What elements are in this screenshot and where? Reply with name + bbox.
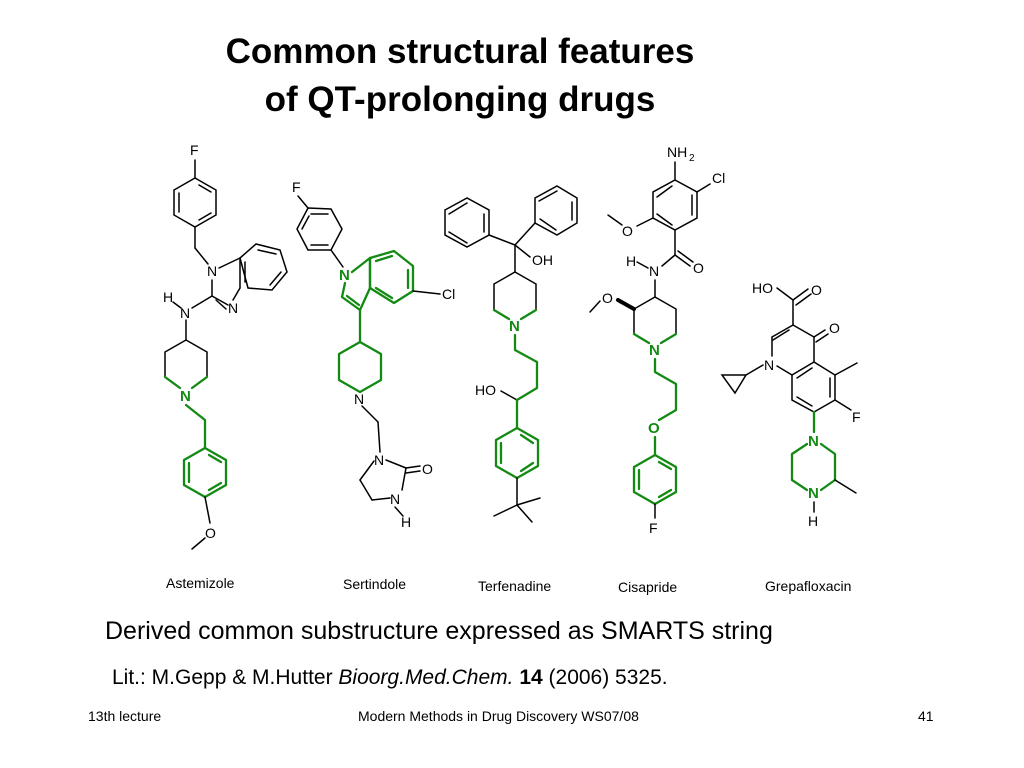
astemizole-structure: F N N N H N [163, 142, 288, 550]
reference-volume: 14 [519, 666, 543, 689]
atom-label: N [374, 452, 384, 468]
atom-label: HO [752, 280, 773, 296]
atom-label: N [207, 263, 217, 279]
atom-label: O [205, 525, 216, 541]
atom-label: N [808, 433, 819, 450]
molecule-name-cisapride: Cisapride [618, 579, 678, 595]
reference-year-page: (2006) 5325. [542, 666, 668, 689]
cisapride-structure: NH 2 Cl O O N H O N O [589, 144, 725, 536]
atom-label: O [811, 282, 822, 298]
grepafloxacin-structure: HO O N O F N N H [720, 280, 861, 529]
atom-label: O [648, 420, 660, 437]
atom-label: N [808, 485, 819, 502]
atom-label: Cl [442, 286, 455, 302]
atom-label: O [602, 290, 613, 306]
atom-label: O [622, 223, 633, 239]
molecule-name-sertindole: Sertindole [343, 576, 407, 592]
footer-course-title: Modern Methods in Drug Discovery WS07/08 [358, 708, 639, 724]
atom-label: F [852, 409, 861, 425]
atom-label: OH [532, 252, 553, 268]
sertindole-structure: F N Cl N N O N H [292, 179, 455, 530]
terfenadine-structure: OH N HO [444, 185, 578, 523]
molecule-name-terfenadine: Terfenadine [478, 578, 552, 594]
atom-label: HO [475, 382, 496, 398]
atom-label: F [649, 520, 658, 536]
footer-page-number: 41 [918, 708, 934, 724]
atom-label: N [354, 391, 364, 407]
atom-label: F [190, 142, 199, 158]
atom-label: N [390, 491, 400, 507]
reference-authors: Lit.: M.Gepp & M.Hutter [112, 666, 339, 689]
atom-label: N [180, 305, 190, 321]
atom-label: O [829, 320, 840, 336]
atom-label: O [693, 260, 704, 276]
atom-label: H [808, 513, 818, 529]
molecule-name-grepafloxacin: Grepafloxacin [765, 578, 852, 594]
atom-label: N [509, 318, 520, 335]
atom-label: N [180, 388, 191, 405]
chemical-structures-diagram: .b { stroke:#000; stroke-width:1.5; fill… [163, 142, 861, 550]
atom-label: NH [667, 144, 687, 160]
literature-reference: Lit.: M.Gepp & M.Hutter Bioorg.Med.Chem.… [112, 666, 668, 690]
slide-caption: Derived common substructure expressed as… [105, 617, 773, 645]
atom-label: N [764, 357, 774, 373]
atom-label: N [339, 267, 350, 284]
atom-label: H [626, 253, 636, 269]
atom-label: N [228, 300, 238, 316]
atom-label-subscript: 2 [689, 153, 695, 164]
atom-label: H [401, 514, 411, 530]
atom-label: N [649, 263, 659, 279]
atom-label: O [422, 461, 433, 477]
footer-lecture: 13th lecture [88, 708, 162, 724]
slide-title-line-2: of QT-prolonging drugs [264, 80, 656, 119]
reference-journal: Bioorg.Med.Chem. [338, 666, 514, 689]
atom-label: F [292, 179, 301, 195]
atom-label: Cl [712, 170, 725, 186]
atom-label: H [163, 289, 173, 305]
molecule-name-astemizole: Astemizole [166, 575, 235, 591]
atom-label: N [649, 342, 660, 359]
slide-title-line-1: Common structural features [225, 32, 695, 71]
